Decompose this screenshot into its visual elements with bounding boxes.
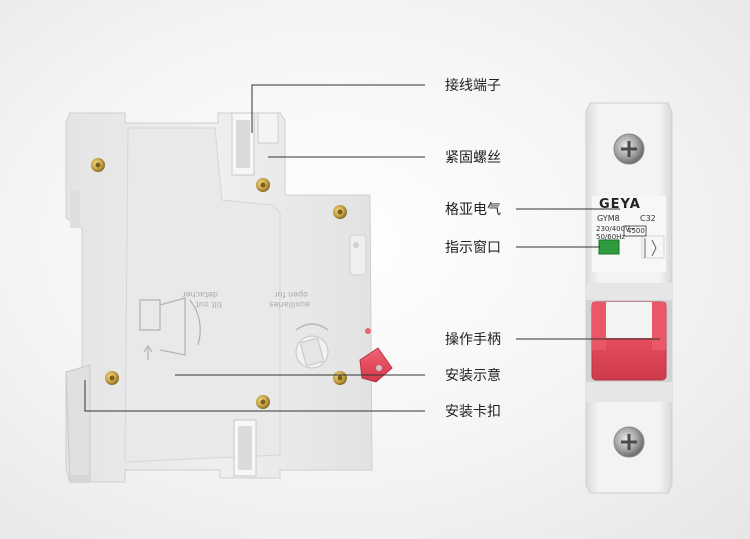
indicator-window — [598, 239, 620, 255]
callout-mount-hint: 安装示意 — [445, 368, 501, 384]
callout-clip: 安装卡扣 — [445, 404, 501, 420]
front-screw-top — [613, 133, 645, 165]
line-clip — [84, 380, 425, 412]
rivet-2 — [256, 178, 270, 192]
callout-window: 指示窗口 — [445, 240, 501, 256]
callout-terminal: 接线端子 — [445, 78, 501, 94]
mount-diagram-icon — [139, 297, 201, 360]
auxiliaries-text: auxiliaries — [269, 300, 310, 309]
front-view — [585, 102, 673, 494]
open-for-text: open for — [274, 290, 308, 299]
rivet-1 — [91, 158, 105, 172]
side-view — [65, 112, 393, 483]
frequency-text: 50/60Hz — [596, 233, 626, 241]
callout-logo: 格亚电气 — [445, 202, 501, 218]
rivet-5 — [333, 371, 347, 385]
breaking-text: 4500 — [627, 227, 645, 235]
top-terminal-inner — [236, 120, 250, 168]
brand-logo: GEYA — [599, 197, 641, 212]
rivet-6 — [256, 395, 270, 409]
aux-screw — [295, 323, 329, 369]
side-inner-panel — [124, 127, 281, 463]
callout-screw: 紧固螺丝 — [445, 150, 501, 166]
line-terminal — [251, 84, 425, 133]
side-embossed-texts: detacher tilt out open for auxiliaries — [182, 290, 310, 309]
rivet-3 — [333, 205, 347, 219]
callout-handle: 操作手柄 — [445, 332, 501, 348]
tilt-out-text: tilt out — [196, 300, 222, 309]
model-text: GYM8 — [597, 214, 620, 223]
din-clip — [65, 364, 91, 483]
breaking-capacity-box — [623, 225, 647, 237]
detacher-text: detacher — [182, 290, 218, 299]
voltage-text: 230/400V~ — [596, 225, 636, 233]
callout-lines — [84, 84, 660, 412]
rivet-4 — [105, 371, 119, 385]
rating-text: C32 — [640, 214, 656, 223]
front-screw-bottom — [613, 426, 645, 458]
